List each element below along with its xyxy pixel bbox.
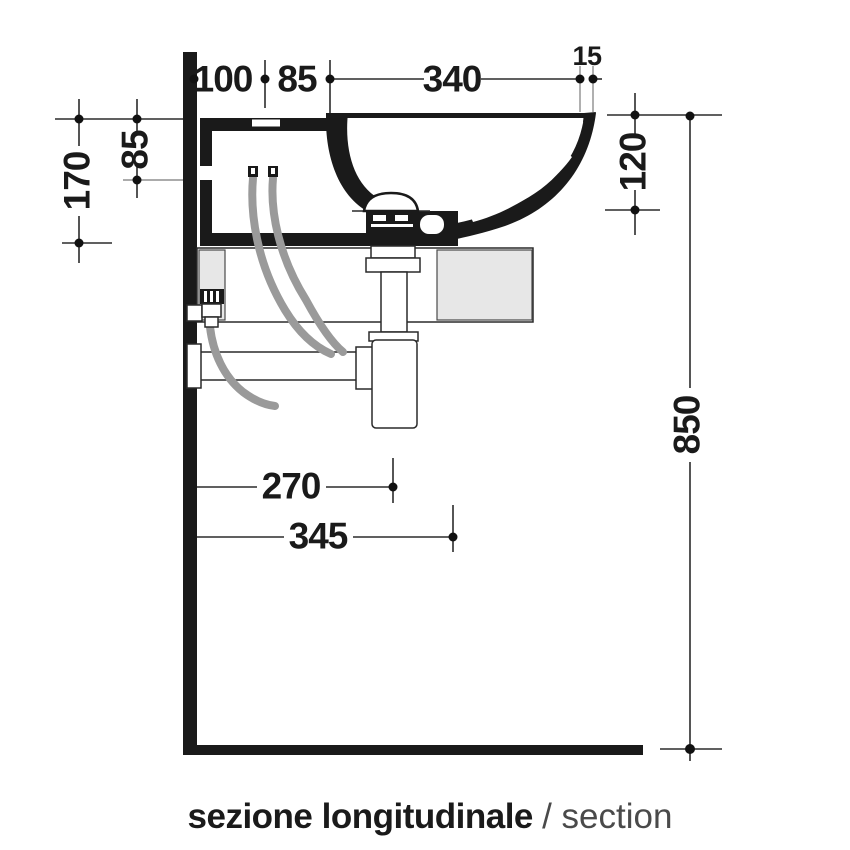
bracket-right-panel <box>436 249 533 321</box>
floor <box>183 745 643 755</box>
angle-valve <box>186 289 224 328</box>
mounting-bracket <box>196 247 534 323</box>
dim-label-170: 170 <box>57 151 98 210</box>
drain-body <box>366 211 416 233</box>
dim-label-100: 100 <box>194 59 253 100</box>
dim-label-120: 120 <box>613 132 654 191</box>
drain-tailpipe <box>380 271 408 333</box>
mounting-slot <box>252 119 280 127</box>
supply-hose-left <box>248 174 335 358</box>
dim-label-85-left: 85 <box>115 130 156 170</box>
popup-plug <box>362 191 420 213</box>
rim-edge <box>583 112 596 131</box>
caption-english: / section <box>542 797 672 836</box>
dim-label-15: 15 <box>572 41 602 71</box>
drawing-caption: sezione longitudinale / section <box>188 797 673 836</box>
water-supply <box>186 166 347 410</box>
dim-label-340: 340 <box>423 59 482 100</box>
dim-label-345: 345 <box>289 516 348 557</box>
supply-hose-right <box>268 174 347 356</box>
bottle-trap <box>371 339 418 429</box>
basin-section <box>200 112 596 246</box>
dim-label-850: 850 <box>667 395 708 454</box>
caption-italian: sezione longitudinale <box>188 797 543 836</box>
waste-pipe-wall-flange <box>186 343 202 389</box>
drain-flange-lower <box>365 257 421 273</box>
drain-flange-upper <box>370 245 416 259</box>
dimension-dots <box>74 74 695 754</box>
dim-label-85-top: 85 <box>277 59 317 100</box>
valve-hose <box>206 323 279 410</box>
dim-label-270: 270 <box>262 466 321 507</box>
dimension-labels: 100 85 340 15 170 85 120 850 270 345 <box>57 41 708 557</box>
wall-and-floor <box>183 52 643 755</box>
bowl-front-wall <box>452 113 596 240</box>
overflow-channel <box>420 215 444 234</box>
dimension-lines <box>55 60 722 761</box>
wall <box>183 52 197 755</box>
waste-pipe-trap-flange <box>355 346 374 390</box>
bowl-back-wall <box>326 113 378 216</box>
